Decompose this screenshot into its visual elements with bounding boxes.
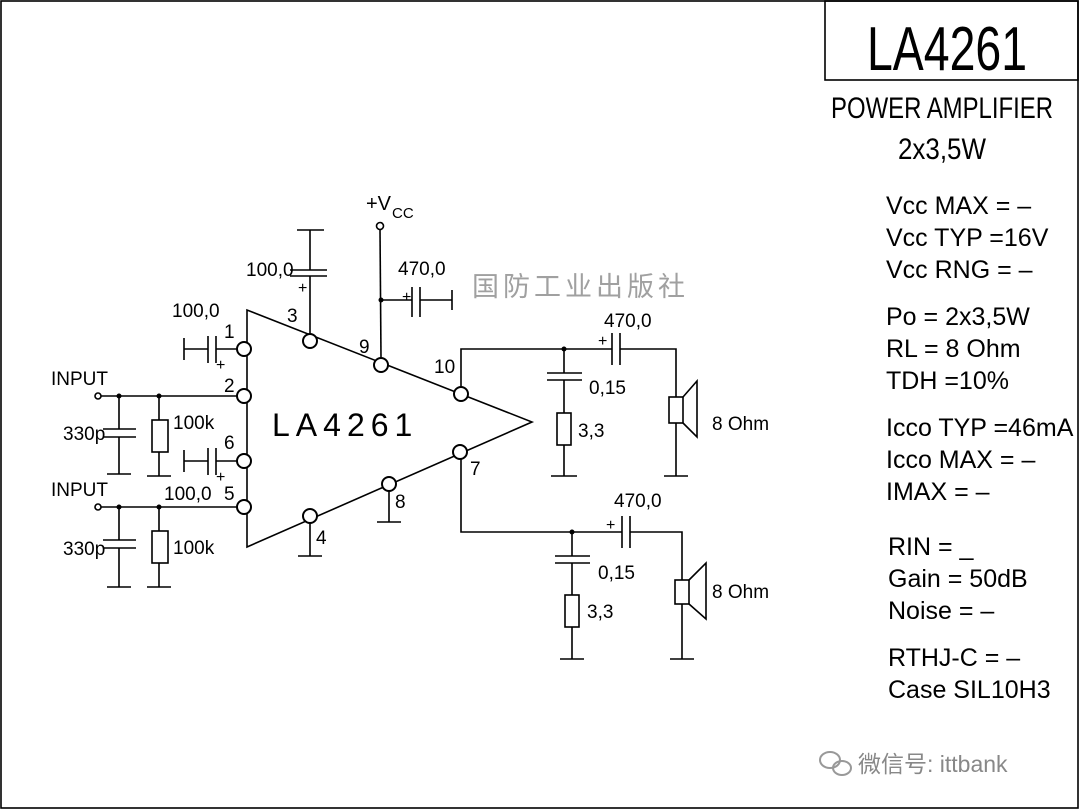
pin-9 (373, 357, 389, 373)
input-2-cap-value: 330p (63, 539, 105, 560)
pin1-cap-value: 100,0 (172, 301, 220, 322)
pin-2 (236, 388, 252, 404)
vcc-cap-plus: + (402, 289, 411, 306)
output-1-cap-plus: + (598, 333, 607, 350)
pin-9-number: 9 (359, 337, 370, 358)
pin3-cap-value: 100,0 (246, 260, 294, 281)
spec-vcc-typ: Vcc TYP =16V (886, 224, 1049, 252)
spec-icco-typ: Icco TYP =46mA (886, 414, 1074, 442)
input-1-network: INPUT 330p 100k (51, 369, 240, 477)
speaker-2-cone (688, 561, 707, 621)
pin-6-number: 6 (224, 433, 235, 454)
pin-8 (381, 476, 397, 492)
pin-1-number: 1 (224, 322, 235, 343)
spec-rin: RIN = _ (888, 533, 975, 561)
vcc-supply: +V CC 470,0 + (366, 193, 453, 359)
spec-vcc-rng: Vcc RNG = – (886, 256, 1033, 284)
input-1-terminal[interactable] (94, 392, 102, 400)
spec-gain: Gain = 50dB (888, 565, 1028, 593)
input-1-label: INPUT (51, 369, 108, 390)
pin3-cap-plus: + (298, 280, 307, 297)
pin-10 (453, 386, 469, 402)
spec-noise: Noise = – (888, 597, 994, 625)
speaker-1-label: 8 Ohm (712, 414, 769, 435)
spec-tdh: TDH =10% (886, 367, 1009, 395)
output-2-zobel-cap: 0,15 (598, 563, 635, 584)
speaker-1-cone (682, 378, 698, 439)
pin-4-number: 4 (316, 528, 327, 549)
ic-pins: 1 2 3 4 5 6 7 8 9 10 (224, 306, 481, 549)
input-1-cap-value: 330p (63, 424, 105, 445)
output-2-cap-value: 470,0 (614, 491, 662, 512)
spec-po: Po = 2x3,5W (886, 303, 1030, 331)
pin3-capacitor: 100,0 + (246, 229, 327, 334)
output-1-zobel-cap: 0,15 (589, 378, 626, 399)
publisher-watermark: 国防工业出版社 (472, 272, 689, 302)
input-2-network: INPUT 330p 100k (51, 480, 240, 588)
pin1-cap-plus: + (216, 357, 225, 374)
pin-5-number: 5 (224, 484, 235, 505)
output-2-network: 470,0 + 0,15 3,3 8 Ohm (460, 459, 769, 660)
output-1-zobel-res: 3,3 (578, 421, 604, 442)
subtitle: POWER AMPLIFIER (831, 92, 1053, 125)
pin6-capacitor: 100,0 + (164, 448, 240, 505)
wechat-icon (819, 751, 852, 776)
speaker-2-label: 8 Ohm (712, 582, 769, 603)
output-1-network: 470,0 + 0,15 3,3 8 Ohm (460, 311, 769, 477)
spec-list: Vcc MAX = – Vcc TYP =16V Vcc RNG = – Po … (886, 192, 1074, 704)
part-number: LA4261 (867, 15, 1027, 84)
pin-10-number: 10 (434, 357, 455, 378)
vcc-subscript: CC (392, 205, 414, 222)
input-2-label: INPUT (51, 480, 108, 501)
input-1-res-value: 100k (173, 413, 215, 434)
output-2-cap-plus: + (606, 517, 615, 534)
spec-icco-max: Icco MAX = – (886, 446, 1035, 474)
pin-2-number: 2 (224, 376, 235, 397)
speaker-1-icon (668, 396, 684, 424)
spec-rthj: RTHJ-C = – (888, 644, 1020, 672)
pin-6 (236, 453, 252, 469)
pin-4 (302, 508, 318, 524)
speaker-2-icon (674, 579, 690, 605)
pin6-cap-plus: + (216, 469, 225, 486)
pin1-capacitor: 100,0 + (172, 301, 240, 374)
vcc-cap-value: 470,0 (398, 259, 446, 280)
power-rating: 2x3,5W (898, 133, 987, 166)
ic-label: LA4261 (272, 407, 418, 443)
wechat-footer: 微信号: ittbank (819, 751, 1008, 777)
wechat-id: 微信号: ittbank (858, 751, 1008, 777)
pin-7 (452, 444, 468, 460)
spec-case: Case SIL10H3 (888, 676, 1051, 704)
pin6-cap-value: 100,0 (164, 484, 212, 505)
output-1-cap-value: 470,0 (604, 311, 652, 332)
pin-5 (236, 499, 252, 515)
input-2-terminal[interactable] (94, 503, 102, 511)
pin-7-number: 7 (470, 459, 481, 480)
output-2-zobel-res: 3,3 (587, 602, 613, 623)
pin-3 (302, 333, 318, 349)
input-2-res-value: 100k (173, 538, 215, 559)
spec-rl: RL = 8 Ohm (886, 335, 1021, 363)
pin-3-number: 3 (287, 306, 298, 327)
pin-ground-wires (298, 491, 401, 557)
pin-8-number: 8 (395, 492, 406, 513)
spec-vcc-max: Vcc MAX = – (886, 192, 1031, 220)
vcc-label: +V (366, 193, 392, 215)
title-box (824, 0, 1079, 81)
spec-imax: IMAX = – (886, 478, 990, 506)
pin-1 (236, 341, 252, 357)
